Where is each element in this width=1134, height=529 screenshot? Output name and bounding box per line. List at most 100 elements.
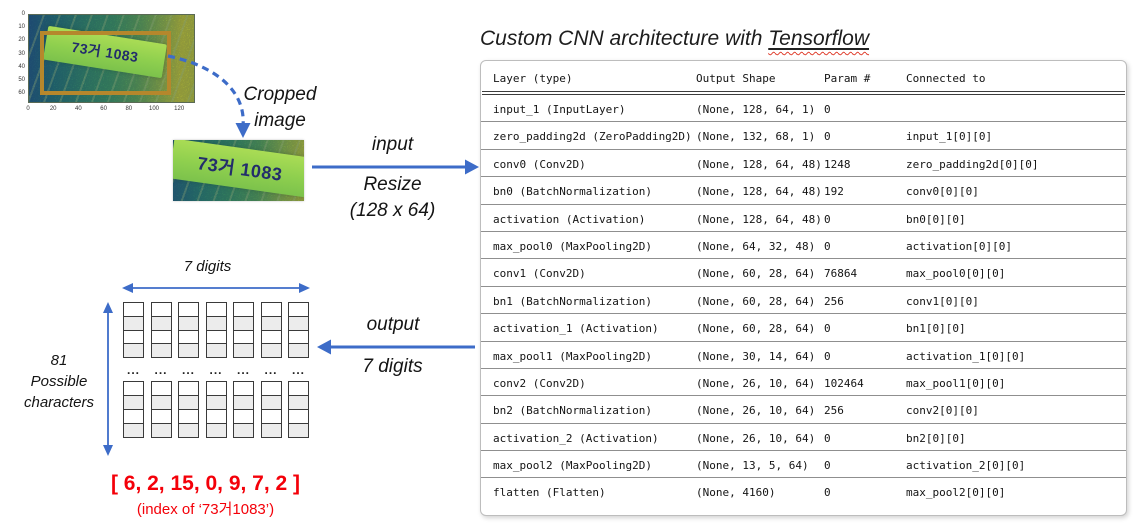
plate-image: 73거 1083 — [28, 14, 195, 103]
table-cell: zero_padding2d (ZeroPadding2D) — [493, 130, 692, 144]
license-plate-text: 73거 1083 — [196, 153, 284, 185]
grid-cell — [178, 408, 199, 424]
x-tick-label: 20 — [49, 106, 57, 112]
table-cell: 1248 — [824, 157, 851, 171]
table-cell: 0 — [824, 349, 831, 363]
grid-cell — [205, 302, 227, 317]
grid-cell — [288, 329, 309, 345]
table-row: conv2 (Conv2D) (None, 26, 10, 64) 102464 ma… — [481, 369, 1126, 397]
grid-cell — [178, 315, 199, 331]
output-arrow-icon — [317, 339, 475, 355]
grid-cell — [123, 302, 144, 317]
table-cell: conv2 (Conv2D) — [493, 376, 586, 390]
grid-cell — [123, 343, 144, 359]
horizontal-span-arrow-icon — [122, 283, 310, 293]
grid-digits-label: 7 digits — [183, 258, 232, 275]
output-label: output — [366, 314, 420, 335]
grid-cell — [178, 395, 199, 411]
x-tick-label: 80 — [125, 106, 133, 112]
input-label: input — [371, 134, 414, 155]
prediction-grid: ..................... — [123, 302, 313, 438]
output-digits-label: 7 digits — [362, 356, 423, 377]
table-row: activation (Activation)(None, 128, 64, 4… — [481, 205, 1126, 232]
grid-cell — [205, 408, 227, 424]
grid-cell — [233, 302, 254, 317]
bounding-box — [40, 31, 171, 95]
table-cell: max_pool0[0][0] — [906, 267, 1006, 281]
grid-cell — [123, 408, 144, 424]
table-cell: activation (Activation) — [493, 212, 646, 226]
grid-cell — [150, 343, 172, 359]
grid-cell — [288, 408, 309, 424]
grid-cell — [150, 408, 172, 424]
grid-cell — [288, 381, 309, 397]
table-row: bn1 (BatchNormalization)(None, 60, 28, 6… — [481, 287, 1126, 315]
y-tick-label: 30 — [18, 50, 25, 57]
table-cell: bn1 (BatchNormalization) — [493, 294, 652, 308]
grid-cell — [178, 422, 199, 438]
grid-cell — [150, 381, 172, 397]
grid-cell — [123, 329, 144, 345]
grid-cell — [150, 422, 172, 438]
x-tick-label: 40 — [75, 106, 82, 112]
grid-cell — [123, 315, 144, 331]
grid-cell — [205, 422, 227, 438]
table-cell: 0 — [824, 322, 831, 336]
table-cell: bn0 (BatchNormalization) — [493, 185, 652, 199]
grid-cell — [178, 381, 199, 397]
table-cell: 76864 — [824, 267, 858, 281]
table-cell: conv0[0][0] — [906, 185, 979, 199]
table-cell: (None, 26, 10, 64) — [696, 376, 816, 390]
predicted-indices-caption: (index of ‘73거1083’) — [136, 501, 275, 518]
title-emphasis: Tensorflow — [768, 27, 870, 50]
table-cell: 0 — [824, 459, 831, 473]
grid-cell — [260, 408, 282, 424]
grid-cell — [178, 302, 199, 317]
table-cell: bn2 (BatchNormalization) — [493, 404, 652, 418]
grid-cell — [233, 343, 254, 359]
table-cell: max_pool2[0][0] — [906, 486, 1006, 500]
table-cell: flatten (Flatten) — [493, 486, 606, 500]
grid-cell — [205, 329, 227, 345]
table-cell: bn2[0][0] — [906, 431, 966, 445]
grid-cell — [150, 395, 172, 411]
table-cell: activation_2[0][0] — [906, 459, 1026, 473]
table-header-cell: Layer (type) — [493, 72, 573, 85]
grid-cell — [123, 422, 144, 438]
table-cell: bn0[0][0] — [906, 212, 966, 226]
table-cell: (None, 4160) — [696, 486, 776, 500]
dashed-crop-arrow-icon — [167, 54, 251, 138]
table-cell: 0 — [824, 239, 831, 253]
page-title: Custom CNN architecture with Tensorflow — [480, 27, 870, 50]
grid-column: ... — [178, 302, 199, 438]
table-cell: (None, 64, 32, 48) — [696, 239, 816, 253]
table-cell: max_pool1[0][0] — [906, 376, 1006, 390]
table-cell: (None, 26, 10, 64) — [696, 404, 816, 418]
table-cell: (None, 132, 68, 1) — [696, 130, 816, 144]
resize-dimensions-label: (128 x 64) — [349, 200, 436, 221]
grid-column: ... — [205, 302, 227, 438]
input-arrow-icon — [312, 159, 479, 175]
table-row: input_1 (InputLayer)(None, 128, 64, 1)0 — [481, 95, 1126, 123]
resize-label: Resize — [363, 174, 422, 195]
table-cell: 0 — [824, 212, 831, 226]
header-separator — [482, 91, 1125, 95]
grid-ellipsis: ... — [264, 363, 278, 378]
x-tick-label: 120 — [174, 106, 185, 112]
table-cell: activation_2 (Activation) — [493, 431, 659, 445]
table-cell: 192 — [824, 185, 844, 199]
x-tick-label: 100 — [148, 106, 160, 112]
grid-cell — [233, 329, 254, 345]
table-cell: 102464 — [824, 376, 864, 390]
grid-ellipsis: ... — [291, 363, 305, 378]
grid-cell — [178, 343, 199, 359]
table-cell: conv0 (Conv2D) — [493, 157, 586, 171]
table-cell: 0 — [824, 431, 831, 445]
grid-ellipsis: ... — [126, 363, 140, 378]
